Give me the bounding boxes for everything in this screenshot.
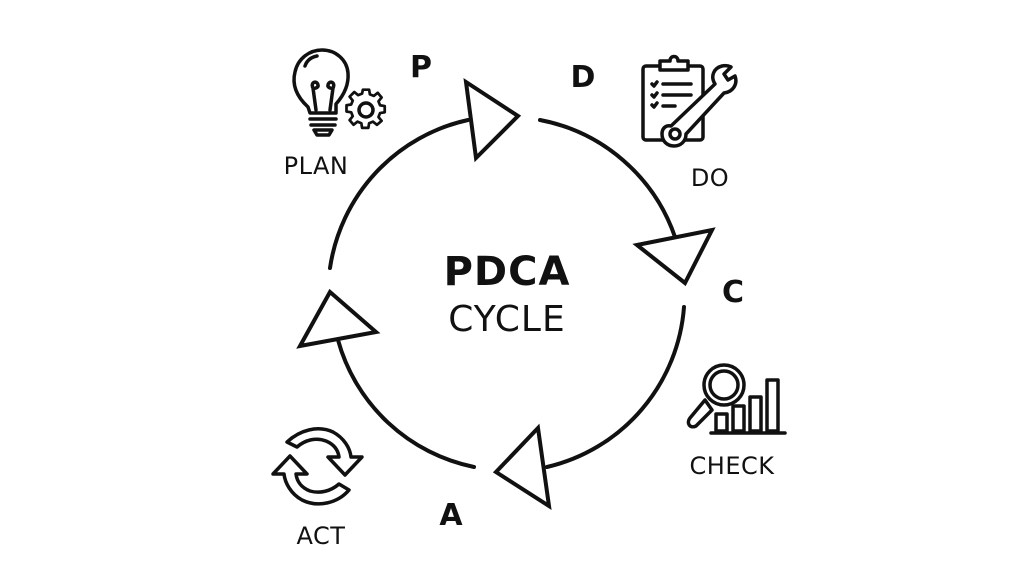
center-title: PDCA: [443, 249, 571, 295]
arrowhead-plan: [463, 77, 522, 163]
phase-label-check: CHECK: [689, 452, 775, 480]
arc-check-to-act: [336, 338, 476, 469]
phase-letter-c: C: [721, 275, 745, 310]
phase-letter-p: P: [410, 50, 432, 85]
arrowhead-act: [296, 288, 381, 349]
arc-do-to-check: [545, 305, 686, 469]
arc-act-to-plan: [328, 118, 470, 270]
cycle-ring: [328, 118, 686, 469]
arc-plan-to-do: [538, 118, 677, 239]
phase-letter-d: D: [570, 60, 596, 95]
phase-letter-a: A: [439, 498, 463, 533]
phase-label-act: ACT: [296, 522, 346, 550]
arrowhead-do: [632, 227, 716, 287]
magnifier-bar-chart-icon: [686, 363, 787, 435]
center-subtitle: CYCLE: [448, 299, 566, 340]
phase-label-do: DO: [690, 164, 730, 192]
arrowhead-check: [492, 423, 552, 511]
phase-label-plan: PLAN: [283, 152, 349, 180]
clipboard-wrench-icon: [641, 54, 738, 148]
refresh-arrows-icon: [271, 427, 364, 506]
lightbulb-gear-icon: [292, 48, 387, 137]
